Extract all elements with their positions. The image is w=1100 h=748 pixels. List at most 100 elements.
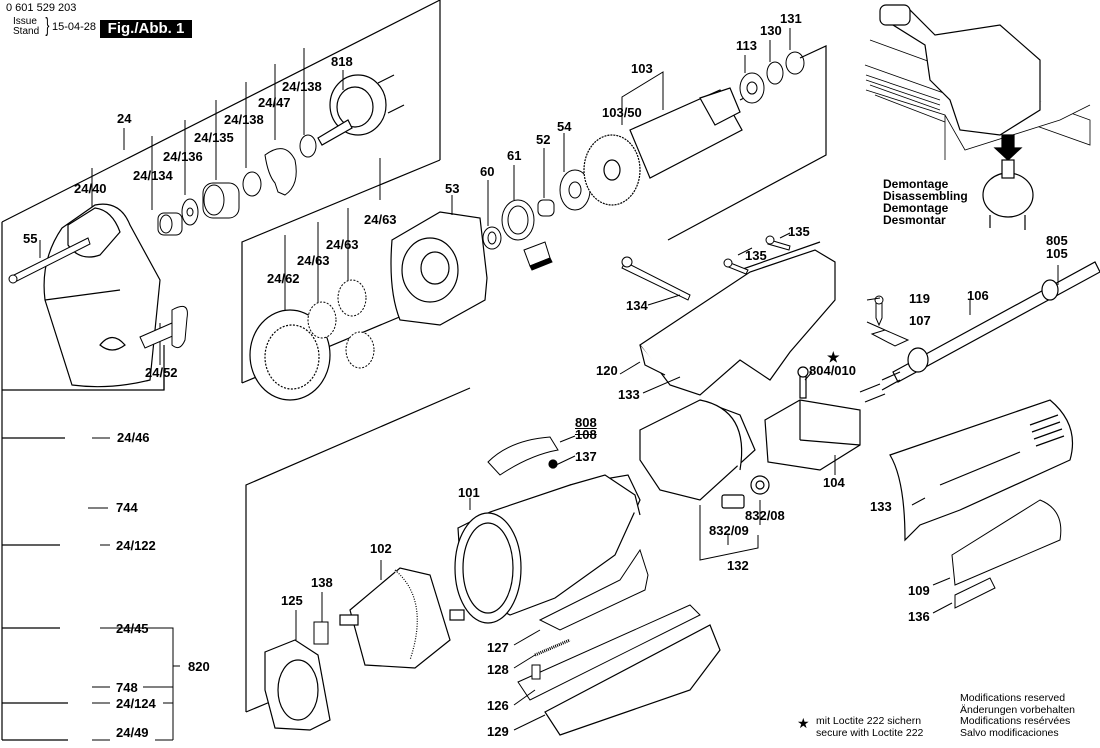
spring-washer-130 <box>766 61 784 85</box>
label-60: 60 <box>480 164 495 179</box>
loctite-note-en: secure with Loctite 222 <box>816 726 924 739</box>
screw-55 <box>8 237 91 284</box>
terminal-138 <box>313 621 329 645</box>
label-24-134: 24/134 <box>133 168 173 183</box>
label-127: 127 <box>487 640 509 655</box>
label-109 <box>951 499 1062 586</box>
label-24-49: 24/49 <box>116 725 149 740</box>
label-106: 106 <box>967 288 989 303</box>
gear-housing-24-40 <box>43 203 161 388</box>
label-128: 128 <box>487 662 509 677</box>
label-53: 53 <box>445 181 460 196</box>
label-808-108 <box>487 436 559 476</box>
label-102: 102 <box>370 541 392 556</box>
disassembly-illustration <box>864 4 1091 230</box>
handle-cover-133-120 <box>639 241 836 396</box>
label-star-804: ★ <box>827 349 840 365</box>
ring-gear-24-62 <box>249 309 331 401</box>
label-104: 104 <box>823 475 845 490</box>
housing-shell-133 <box>889 399 1074 542</box>
power-cable-106 <box>859 261 1100 403</box>
label-805: 805 <box>1046 233 1068 248</box>
label-24: 24 <box>117 111 132 126</box>
label-832-08: 832/08 <box>745 508 785 523</box>
bearing-24-135 <box>202 182 240 219</box>
armature-103 <box>583 87 749 206</box>
issue-label-en: Issue <box>13 16 37 27</box>
label-54: 54 <box>557 119 572 134</box>
label-132: 132 <box>727 558 749 573</box>
ring-24-138b <box>299 134 317 158</box>
label-24-46: 24/46 <box>117 430 150 445</box>
header-part-number: 0 601 529 203 <box>6 2 77 14</box>
loctite-star-icon: ★ <box>797 715 810 731</box>
label-24-45: 24/45 <box>116 621 149 636</box>
label-103: 103 <box>631 61 653 76</box>
brush-block <box>523 241 553 271</box>
label-133b: 133 <box>870 499 892 514</box>
label-748: 748 <box>116 680 138 695</box>
label-24-136: 24/136 <box>163 149 203 164</box>
caption-en: Disassembling <box>883 189 968 203</box>
ring-24-138 <box>242 171 262 197</box>
header-brace: } <box>45 15 50 37</box>
label-135a: 135 <box>788 224 810 239</box>
label-107: 107 <box>909 313 931 328</box>
loctite-note: mit Loctite 222 sichern secure with Loct… <box>816 715 924 739</box>
screws-135 <box>723 235 791 275</box>
figure-badge: Fig./Abb. 1 <box>100 20 192 38</box>
label-103-50: 103/50 <box>602 105 642 120</box>
modifications-note: Modifications reserved Änderungen vorbeh… <box>960 692 1075 739</box>
label-134: 134 <box>626 298 648 313</box>
modifications-es: Salvo modificaciones <box>960 726 1059 739</box>
switch-104 <box>764 366 861 471</box>
label-138: 138 <box>311 575 333 590</box>
label-24-124: 24/124 <box>116 696 156 711</box>
spring-128 <box>534 638 571 657</box>
group-frame-24 <box>1 0 441 741</box>
handle-cover-129 <box>544 624 721 736</box>
label-55: 55 <box>23 231 38 246</box>
label-24-122: 24/122 <box>116 538 156 553</box>
label-136: 136 <box>908 609 930 624</box>
cable-clamp-107 <box>870 295 910 347</box>
brush-holder-132 <box>639 399 770 509</box>
label-125: 125 <box>281 593 303 608</box>
field-coil-102 <box>339 567 465 669</box>
label-24-52: 24/52 <box>145 365 178 380</box>
bearing-54 <box>559 169 591 211</box>
sleeve-52 <box>537 199 555 217</box>
label-119: 119 <box>909 291 930 306</box>
label-52: 52 <box>536 132 551 147</box>
label-24-138b: 24/138 <box>282 79 322 94</box>
label-24-62: 24/62 <box>267 271 300 286</box>
header-issue-date: 15-04-28 <box>52 21 97 33</box>
baffle-125 <box>264 639 331 731</box>
label-820: 820 <box>188 659 210 674</box>
label-105: 105 <box>1046 246 1068 261</box>
label-126: 126 <box>487 698 509 713</box>
label-120: 120 <box>596 363 618 378</box>
group-frame-armature <box>667 45 827 241</box>
flange-818 <box>317 74 405 146</box>
motor-housing-101 <box>454 459 641 624</box>
label-24-63a: 24/63 <box>297 253 330 268</box>
switch-rod-126 <box>517 604 701 701</box>
label-133a: 133 <box>618 387 640 402</box>
bearing-flange-53 <box>390 211 488 326</box>
label-136 <box>954 577 996 609</box>
modifications-en: Modifications reserved <box>960 692 1066 704</box>
screw-134 <box>621 256 691 301</box>
planet-gears-24-63 <box>307 279 375 369</box>
washer-24-136 <box>181 198 199 226</box>
issue-label-de: Stand <box>13 26 40 37</box>
label-804-010: 804/010 <box>809 363 856 378</box>
label-131: 131 <box>780 11 802 26</box>
leader-lines-lower <box>88 232 1059 741</box>
slider-127 <box>538 548 649 631</box>
wing-screw-24-52 <box>139 305 188 349</box>
label-24-40: 24/40 <box>74 181 107 196</box>
cam-24-47 <box>264 148 297 196</box>
